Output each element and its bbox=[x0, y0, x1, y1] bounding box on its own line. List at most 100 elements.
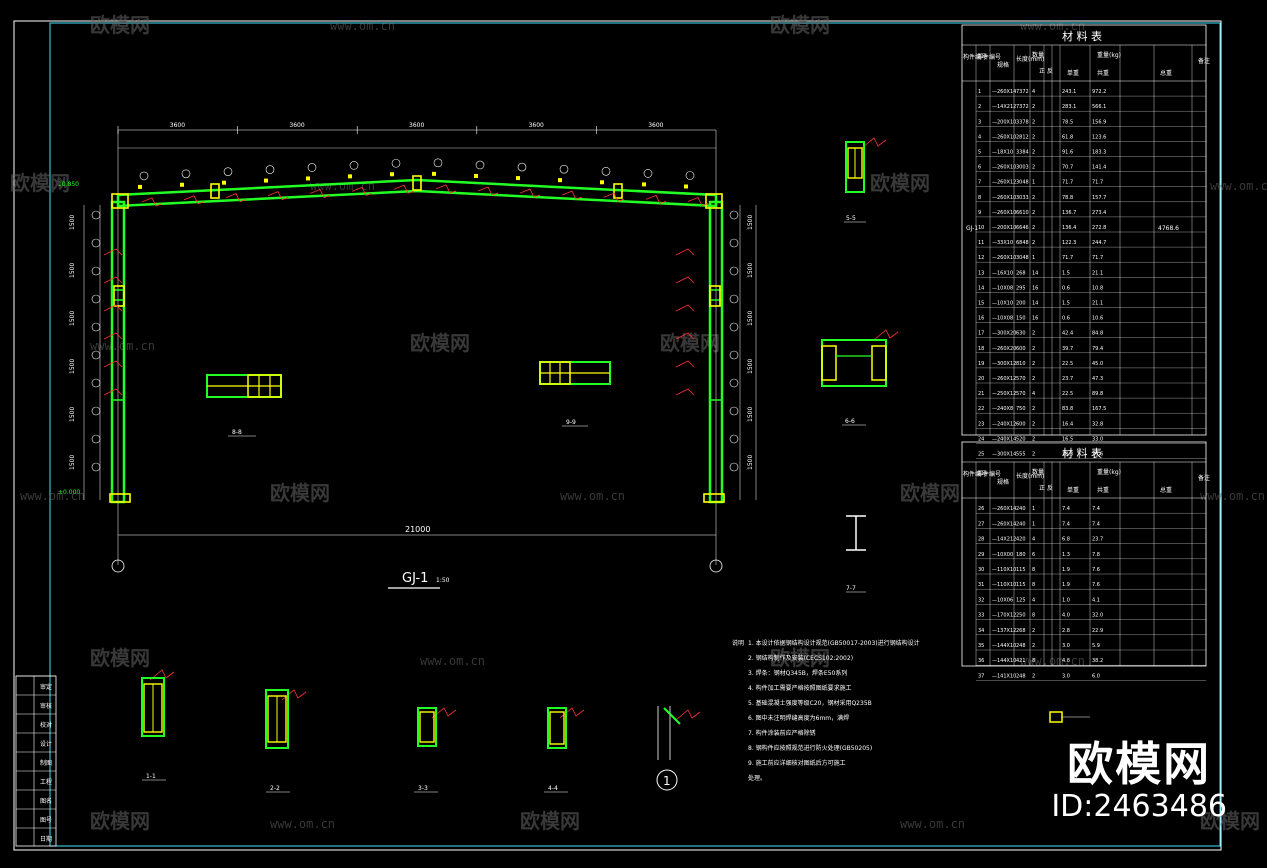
table-cell: 1.5 bbox=[1062, 270, 1070, 276]
table-cell: 71.7 bbox=[1092, 255, 1103, 261]
section-7-7: 7-7 bbox=[846, 515, 866, 593]
purlin-cleat bbox=[558, 178, 562, 183]
grid-bubble-b bbox=[709, 559, 723, 573]
weld-mark bbox=[603, 192, 625, 202]
table-cell: 2 bbox=[1032, 104, 1035, 110]
table-cell: 2 bbox=[1032, 406, 1035, 412]
part-balloon bbox=[729, 238, 739, 248]
elevation-base: ±0.000 bbox=[58, 489, 80, 496]
table-header: 数量 bbox=[1032, 468, 1044, 476]
table-cell: 243.1 bbox=[1062, 89, 1076, 95]
part-balloon bbox=[91, 406, 101, 416]
purlin-cleat bbox=[474, 173, 478, 178]
table-cell: —110X10 bbox=[992, 582, 1016, 588]
table-cell: —250X12 bbox=[992, 391, 1016, 397]
table-cell: 4 bbox=[1032, 391, 1035, 397]
table-cell: 31 bbox=[978, 582, 984, 588]
table-header: 共重 bbox=[1097, 69, 1109, 77]
inner-border bbox=[49, 22, 1221, 847]
table-cell: 79.4 bbox=[1092, 346, 1103, 352]
table-cell: 8 bbox=[978, 195, 981, 201]
table-cell: —260X12 bbox=[992, 180, 1016, 186]
table-cell: 32.0 bbox=[1092, 613, 1103, 619]
table-cell: 71.7 bbox=[1062, 180, 1073, 186]
part-balloon bbox=[729, 378, 739, 388]
table-cell: 2 bbox=[1032, 331, 1035, 337]
part-balloon bbox=[223, 167, 233, 176]
table-cell: —10X06 bbox=[992, 597, 1013, 603]
table-cell: 141.4 bbox=[1092, 165, 1106, 171]
frame-scale: 1:50 bbox=[436, 577, 450, 584]
top-dimension: 3600 bbox=[409, 122, 424, 129]
weld-mark bbox=[393, 184, 415, 194]
weld-mark bbox=[561, 190, 583, 200]
table-cell: 10.8 bbox=[1092, 285, 1103, 291]
table-cell: —137X12 bbox=[992, 628, 1016, 634]
table-cell: 248 bbox=[1016, 643, 1026, 649]
section-label-6: 6-6 bbox=[845, 418, 855, 425]
table-cell: 34 bbox=[978, 628, 984, 634]
table-cell: 240 bbox=[1016, 521, 1026, 527]
table-cell: 273.4 bbox=[1092, 210, 1106, 216]
table-cell: 78.5 bbox=[1062, 119, 1073, 125]
right-dimension: 1500 bbox=[747, 311, 754, 326]
table-cell: —240X14 bbox=[992, 436, 1016, 442]
table-cell: 7.4 bbox=[1092, 506, 1100, 512]
weld-mark bbox=[351, 186, 373, 196]
part-balloon bbox=[517, 162, 527, 172]
table-cell: 555 bbox=[1016, 452, 1026, 458]
right-dimension: 1500 bbox=[747, 263, 754, 278]
purlin-cleat bbox=[180, 182, 184, 187]
table-cell: 4.8 bbox=[1062, 658, 1070, 664]
table-cell: 1.5 bbox=[1062, 301, 1070, 307]
brand-badge: 欧模网 ID:2463486 bbox=[1051, 738, 1227, 824]
table-cell: 21.1 bbox=[1092, 301, 1103, 307]
titleblock-label: 图号 bbox=[40, 817, 52, 824]
watermark-brand: 欧模网 bbox=[870, 171, 930, 195]
table-cell: —141X10 bbox=[992, 673, 1016, 679]
part-balloon bbox=[91, 462, 101, 472]
part-balloon bbox=[729, 322, 739, 332]
table-title: 材 料 表 bbox=[1062, 29, 1102, 43]
table-cell: 26 bbox=[978, 506, 984, 512]
section-label-1: 1-1 bbox=[146, 773, 156, 780]
table-cell: 22 bbox=[978, 406, 984, 412]
table-header: 规格 bbox=[997, 61, 1009, 69]
purlin-cleat bbox=[306, 176, 310, 181]
table-cell: 2 bbox=[1032, 240, 1035, 246]
part-balloon bbox=[139, 171, 149, 181]
top-dimension: 3600 bbox=[170, 122, 185, 129]
purlin-cleat bbox=[390, 172, 394, 177]
table-cell: —10X00 bbox=[992, 552, 1013, 558]
table-header: 总重 bbox=[1160, 486, 1172, 494]
table-header: 正 bbox=[1039, 68, 1045, 75]
watermark-url: www.om.cn bbox=[900, 817, 965, 831]
part-balloon bbox=[391, 158, 401, 168]
table-cell: 2 bbox=[1032, 361, 1035, 367]
table-cell: 3.0 bbox=[1062, 643, 1070, 649]
table-cell: —300X20 bbox=[992, 331, 1016, 337]
table-header: 反 bbox=[1047, 67, 1053, 75]
table-cell: 18.3 bbox=[1062, 452, 1073, 458]
part-balloon bbox=[91, 322, 101, 332]
table-cell: 2 bbox=[1032, 436, 1035, 442]
table-cell: 420 bbox=[1016, 537, 1026, 543]
watermark-url: www.om.cn bbox=[420, 654, 485, 668]
table-cell: 21.1 bbox=[1092, 270, 1103, 276]
table-cell: 16 bbox=[1032, 316, 1038, 322]
table-cell: 6 bbox=[1032, 552, 1035, 558]
part-balloon bbox=[349, 161, 359, 170]
table-cell: 8 bbox=[1032, 658, 1035, 664]
note-line: 7. 构件涂装前应严格除锈 bbox=[748, 729, 816, 737]
table-cell: 2 bbox=[1032, 119, 1035, 125]
table-cell: 7372 bbox=[1016, 89, 1029, 95]
table-cell: 23.7 bbox=[1092, 537, 1103, 543]
table-cell: —200X10 bbox=[992, 225, 1016, 231]
material-table-2: 材 料 表构件编号零件编号规格长度(mm)数量正反重量(kg)单重共重总重备注2… bbox=[961, 441, 1210, 681]
watermark-url: www.om.cn bbox=[1020, 19, 1085, 33]
part-balloon bbox=[729, 350, 739, 360]
watermark-brand: 欧模网 bbox=[520, 809, 580, 833]
